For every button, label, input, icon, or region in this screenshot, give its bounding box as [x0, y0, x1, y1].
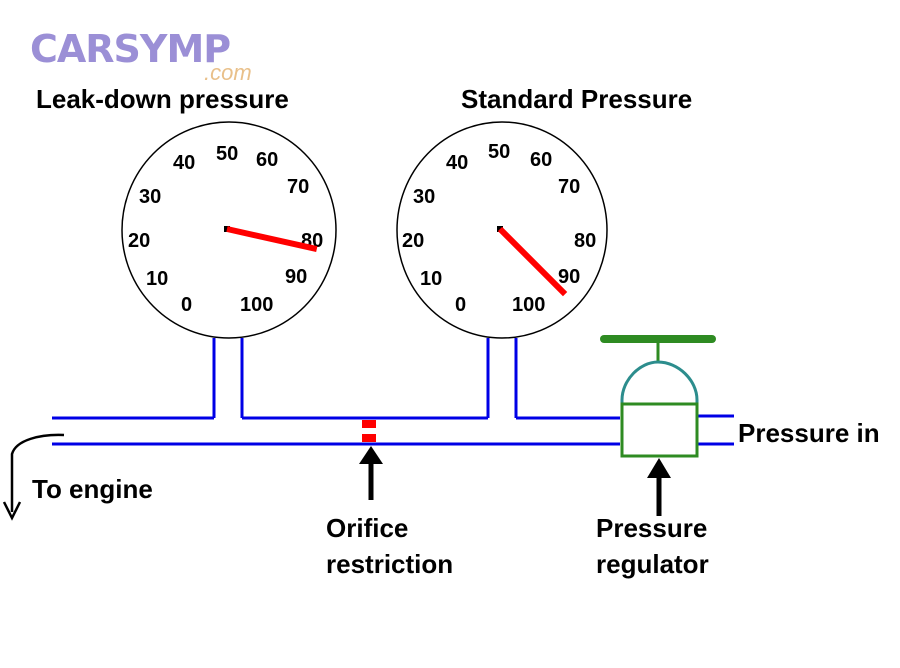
- orifice-restriction: [362, 420, 376, 442]
- label-orifice-line2: restriction: [326, 549, 453, 579]
- logo-sub-text: .com: [204, 60, 252, 85]
- label-orifice-line1: Orifice: [326, 513, 408, 543]
- gauge-standard-tick-100: 100: [512, 294, 545, 316]
- carsymp-logo: CARSYMP .com: [30, 27, 252, 85]
- to-engine-arrow-head: [2, 501, 22, 521]
- gauge-standard-tick-90: 90: [558, 266, 580, 288]
- gauge-standard-tick-60: 60: [530, 149, 552, 171]
- gauge-leakdown-tick-20: 20: [128, 230, 150, 252]
- label-regulator-line1: Pressure: [596, 513, 707, 543]
- label-to-engine: To engine: [32, 474, 153, 504]
- gauge-standard-tick-50: 50: [488, 141, 510, 163]
- gauge-leakdown-tick-30: 30: [139, 186, 161, 208]
- orifice-upper: [362, 420, 376, 428]
- gauge-standard: 0 10 20 30 40 50 60 70 80 90 100: [396, 121, 608, 339]
- gauge-leakdown-tick-60: 60: [256, 149, 278, 171]
- gauge-standard-needle: [497, 226, 568, 297]
- gauge-leakdown-tick-0: 0: [181, 294, 192, 316]
- regulator-arrow-head: [647, 458, 671, 478]
- gauge-leakdown-tick-70: 70: [287, 176, 309, 198]
- gauge-leakdown-tick-40: 40: [173, 152, 195, 174]
- gauge-leakdown-tick-100: 100: [240, 294, 273, 316]
- orifice-arrow: [359, 446, 383, 500]
- gauge-standard-tick-80: 80: [574, 230, 596, 252]
- gauge-standard-tick-30: 30: [413, 186, 435, 208]
- pressure-regulator: [600, 335, 716, 458]
- gauge-title-standard: Standard Pressure: [461, 84, 692, 114]
- gauge-leakdown: 0 10 20 30 40 50 60 70 80 90 100: [121, 121, 337, 339]
- label-regulator-line2: regulator: [596, 549, 709, 579]
- gauge-standard-tick-20: 20: [402, 230, 424, 252]
- regulator-body: [620, 402, 699, 458]
- pipe-system: [52, 338, 734, 446]
- logo-main-text: CARSYMP: [30, 27, 230, 71]
- gauge-standard-tick-70: 70: [558, 176, 580, 198]
- orifice-lower: [362, 434, 376, 442]
- orifice-arrow-head: [359, 446, 383, 464]
- to-engine-arrow: [2, 433, 65, 521]
- gauge-leakdown-needle: [226, 226, 318, 253]
- to-engine-arrow-shaft: [10, 433, 65, 512]
- gauge-leakdown-tick-50: 50: [216, 143, 238, 165]
- label-pressure-in: Pressure in: [738, 418, 880, 448]
- regulator-arrow: [647, 458, 671, 516]
- gauge-leakdown-tick-10: 10: [146, 268, 168, 290]
- regulator-dome: [620, 360, 699, 404]
- gauge-title-leakdown: Leak-down pressure: [36, 84, 289, 114]
- gauge-standard-tick-0: 0: [455, 294, 466, 316]
- gauge-standard-tick-10: 10: [420, 268, 442, 290]
- gauge-leakdown-tick-90: 90: [285, 266, 307, 288]
- gauge-standard-tick-40: 40: [446, 152, 468, 174]
